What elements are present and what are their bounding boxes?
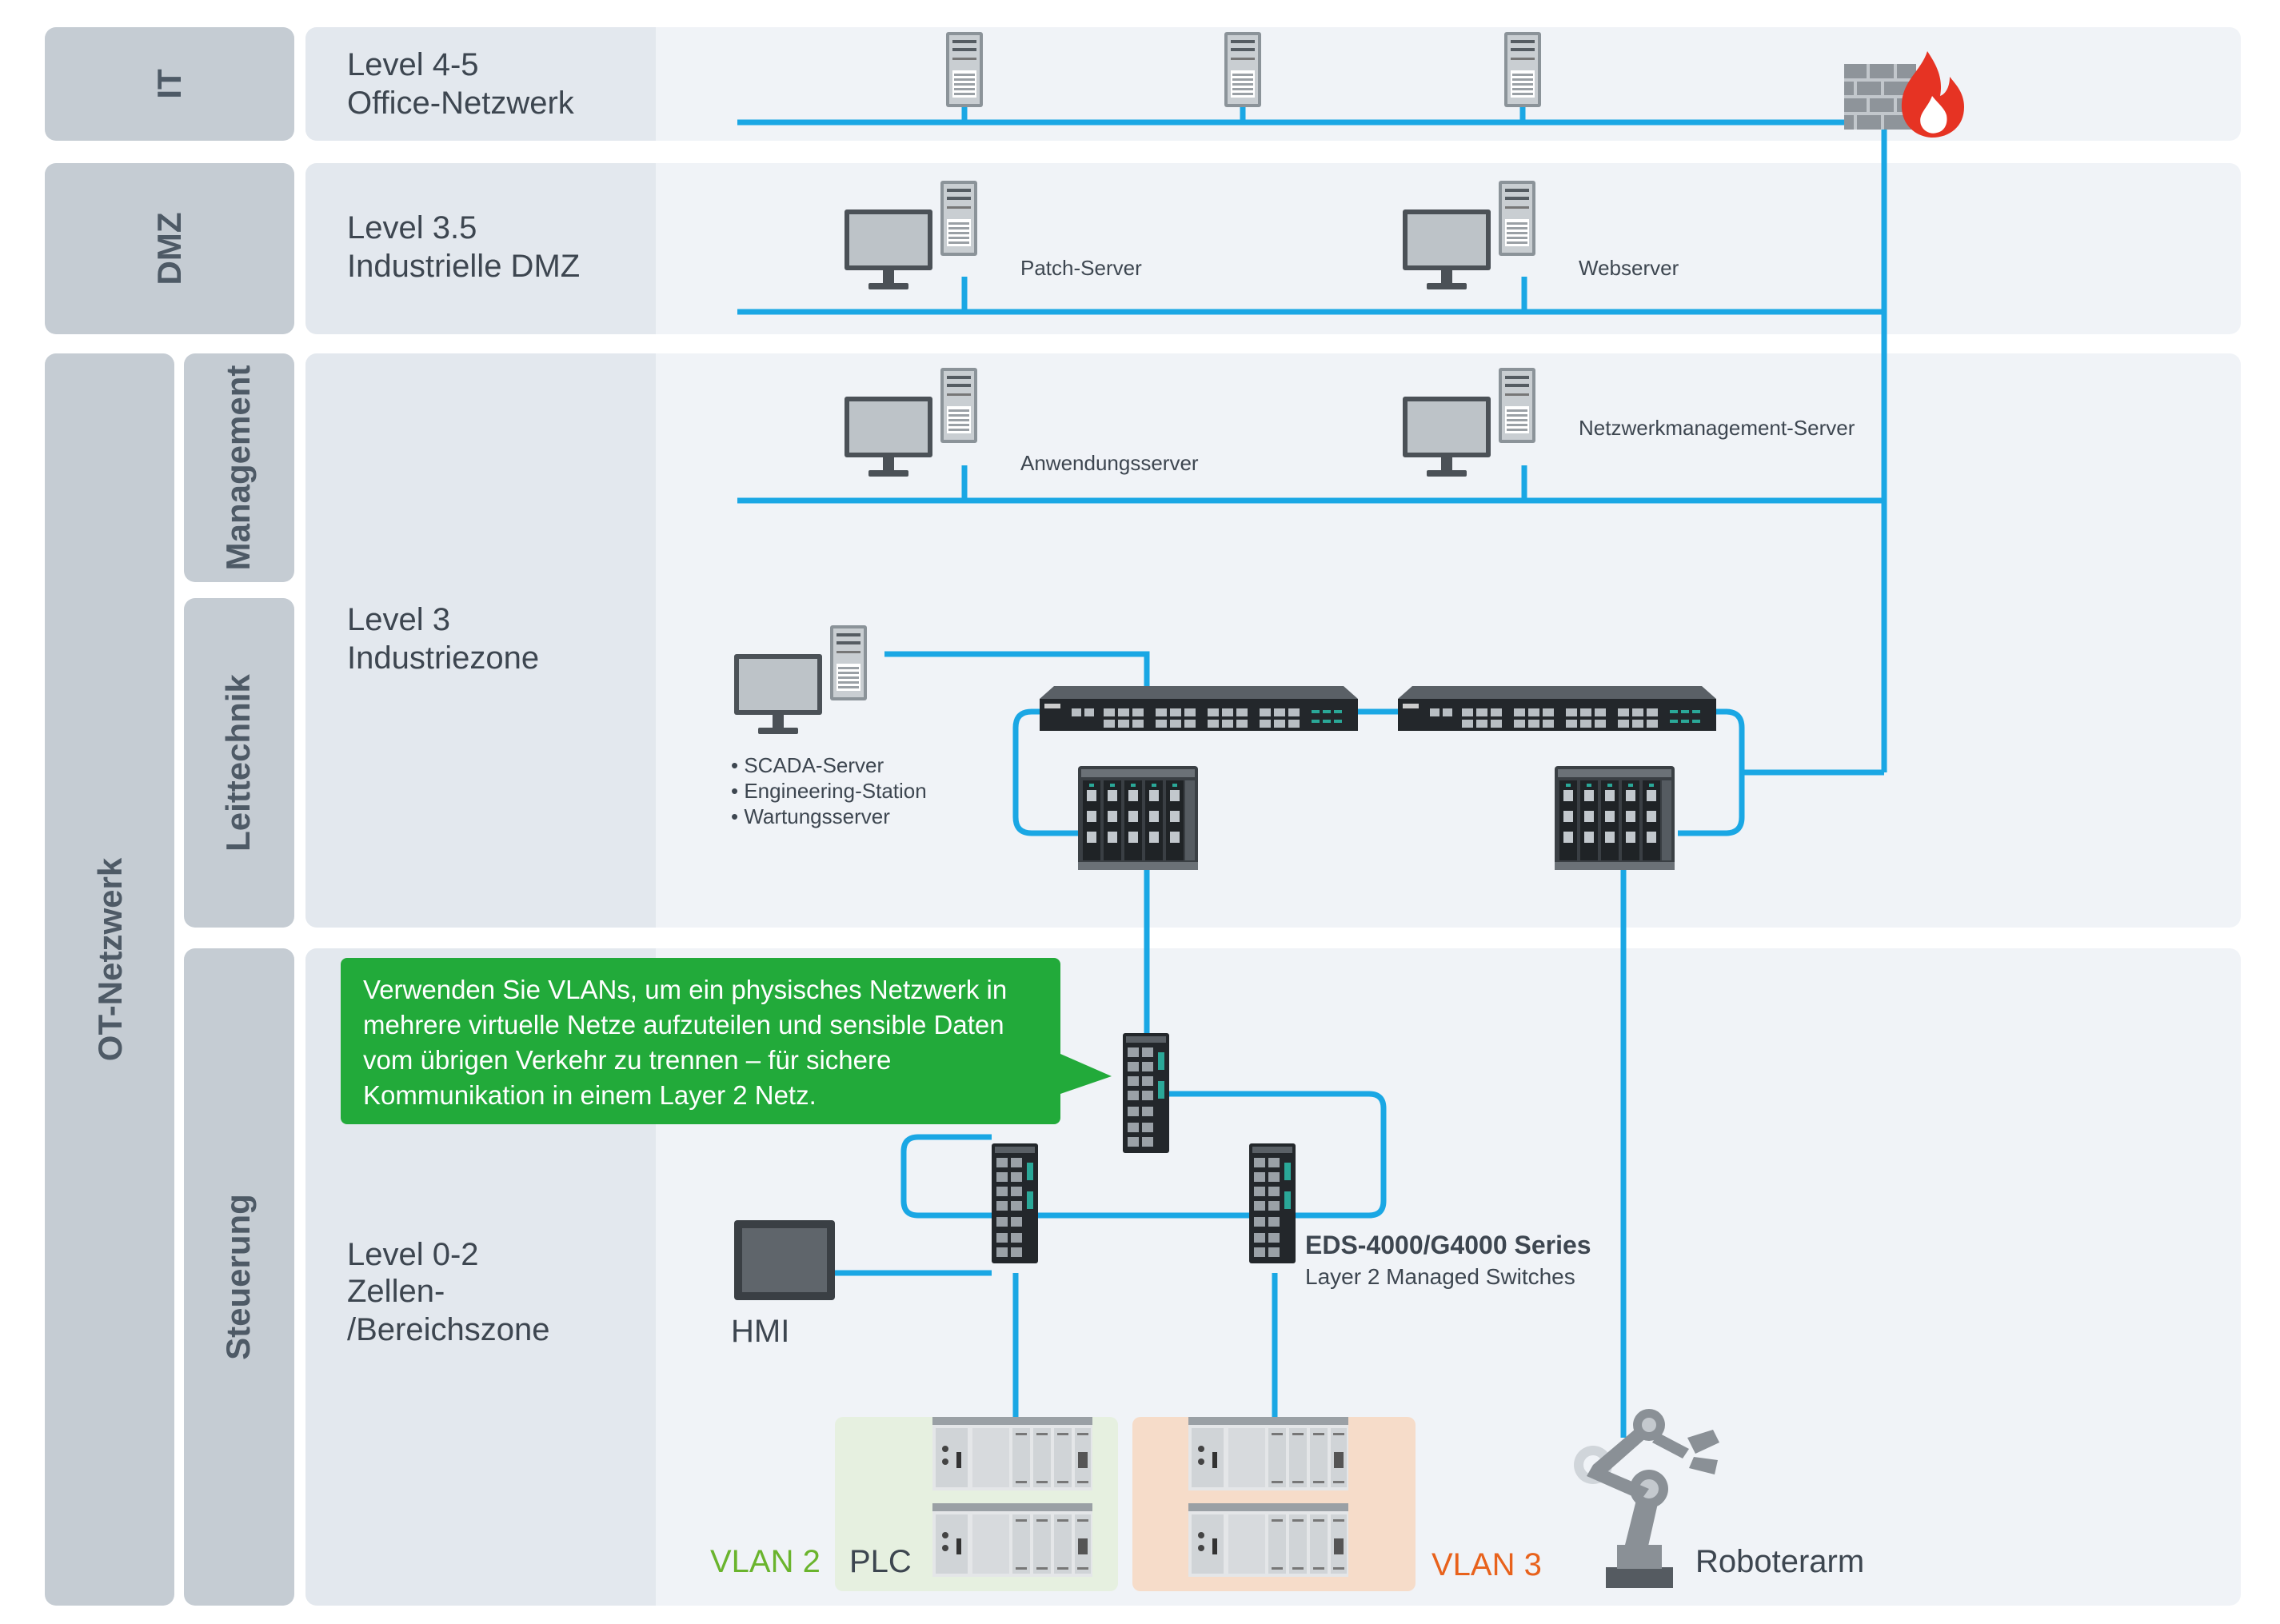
callout-pointer (1060, 1054, 1112, 1094)
it-server-1-icon (946, 32, 983, 107)
scada-server-icon (830, 625, 867, 700)
level-35-line1: Level 3.5 (347, 210, 477, 245)
web-server-icon (1499, 181, 1535, 256)
nms-server-label: Netzwerkmanagement-Server (1579, 416, 1855, 440)
vlan3-label: VLAN 3 (1431, 1547, 1542, 1582)
level-3-line1: Level 3 (347, 602, 450, 637)
plc-vlan2-bottom (932, 1503, 1092, 1577)
zone-label-leittechnik: Leittechnik (219, 674, 257, 852)
scada-list-item-2: • Engineering-Station (731, 779, 927, 803)
level-02-line1: Level 0-2 (347, 1237, 479, 1272)
level-35-line2: Industrielle DMZ (347, 249, 580, 284)
din-switch-left (992, 1143, 1038, 1263)
level-3-line2: Industriezone (347, 640, 539, 676)
vlan-callout-box: Verwenden Sie VLANs, um ein physisches N… (341, 958, 1060, 1124)
zone-label-it: IT (150, 69, 188, 99)
webserver-label: Webserver (1579, 256, 1679, 280)
firewall-icon (1844, 51, 1964, 138)
rack-switch-1 (1040, 686, 1358, 731)
scada-list-item-1: • SCADA-Server (731, 753, 884, 777)
chassis-switch-2 (1555, 766, 1675, 870)
robot-arm-label: Roboterarm (1695, 1544, 1864, 1579)
level-02-line2: Zellen- (347, 1274, 445, 1309)
plc-vlan3-top (1188, 1417, 1348, 1490)
zone-label-management: Management (219, 365, 257, 571)
chassis-switch-1 (1078, 766, 1198, 870)
it-server-3-icon (1504, 32, 1541, 107)
zone-label-steuerung: Steuerung (219, 1194, 257, 1360)
plc-vlan3-bottom (1188, 1503, 1348, 1577)
nms-server-icon (1499, 368, 1535, 443)
robot-arm-icon (1574, 1409, 1719, 1588)
background-panels (45, 27, 2241, 1606)
app-server-label: Anwendungsserver (1020, 451, 1199, 475)
app-server-icon (940, 368, 977, 443)
scada-list-item-3: • Wartungsserver (731, 804, 890, 828)
plc-vlan2-top (932, 1417, 1092, 1490)
din-switch-right (1249, 1143, 1296, 1263)
level-45-line2: Office-Netzwerk (347, 86, 575, 121)
network-links (737, 104, 1887, 1438)
it-server-2-icon (1224, 32, 1261, 107)
hmi-label: HMI (731, 1314, 789, 1349)
switch-series-name: EDS-4000/G4000 Series (1305, 1231, 1591, 1259)
vlan2-label: VLAN 2 (710, 1544, 821, 1579)
hmi-panel-icon (734, 1220, 835, 1300)
level-45-line1: Level 4-5 (347, 47, 479, 82)
patch-server-label: Patch-Server (1020, 256, 1142, 280)
switch-series-desc: Layer 2 Managed Switches (1305, 1264, 1575, 1289)
level-02-line3: /Bereichszone (347, 1312, 549, 1347)
zone-label-dmz: DMZ (150, 213, 188, 285)
plc-label: PLC (849, 1544, 912, 1579)
zone-label-ot: OT-Netzwerk (91, 857, 129, 1061)
rack-switch-2 (1398, 686, 1716, 731)
patch-server-icon (940, 181, 977, 256)
din-switch-top (1123, 1033, 1169, 1153)
